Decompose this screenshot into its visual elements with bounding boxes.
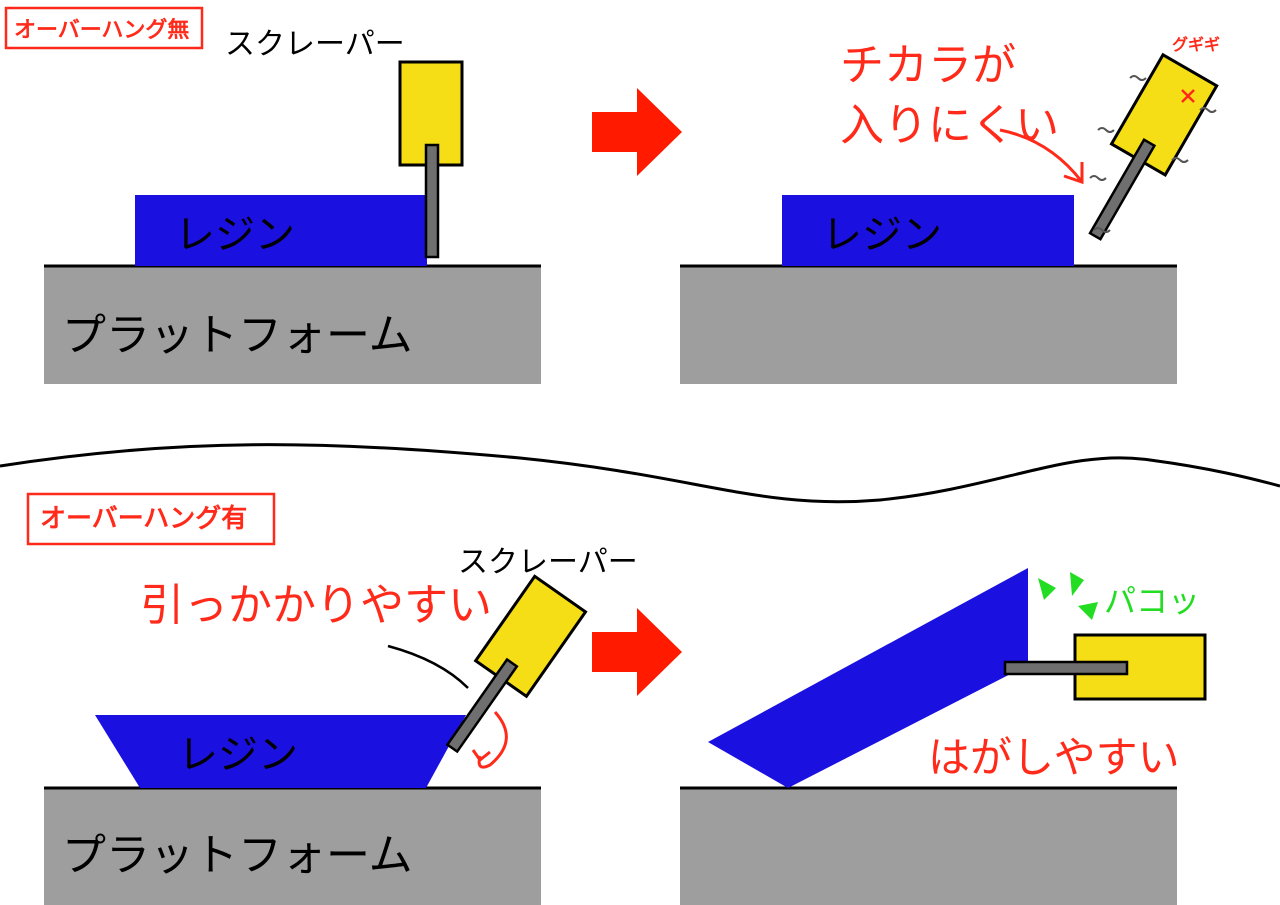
resin-block: [135, 195, 427, 266]
caption-catch: 引っかかりやすい: [140, 580, 492, 631]
scraper-blade: [424, 143, 440, 259]
top-left-panel: オーバーハング無 スクレーパー プラットフォーム レジン: [4, 6, 541, 384]
curved-arrow-head: [471, 749, 491, 763]
platform: [680, 266, 1177, 384]
anger-mark-icon: [1181, 89, 1195, 103]
bottom-right-panel: パコッ はがしやすい: [680, 568, 1207, 905]
tag-box: [4, 6, 204, 50]
scraper-label: スクレーパー: [225, 27, 405, 62]
pop-burst-icon: [1038, 572, 1098, 620]
curved-arrow-icon: [477, 711, 508, 769]
resin-block: [782, 195, 1074, 266]
scraper-tilted: [445, 574, 588, 754]
scraper-blade: [445, 657, 519, 754]
scraper-blade: [1003, 660, 1129, 676]
strain-label: グギギ: [1172, 35, 1220, 54]
scraper-handle: [473, 574, 588, 699]
caption-pointer-head: [1063, 162, 1084, 185]
resin-label: レジン: [175, 212, 295, 258]
scraper-handle: [1109, 52, 1219, 178]
platform-label: プラットフォーム: [62, 830, 413, 881]
resin-label: レジン: [178, 732, 298, 778]
platform: [44, 788, 541, 905]
platform: [680, 788, 1177, 905]
scraper-blade: [1088, 137, 1157, 241]
bottom-left-panel: オーバーハング有 スクレーパー 引っかかりやすい プラットフォーム レジン: [26, 492, 638, 905]
resin-block-overhang: [95, 715, 466, 788]
caption-easy-peel: はがしやすい: [928, 733, 1180, 782]
caption-pointer-line: [387, 644, 469, 689]
resin-block-peeled: [708, 568, 1028, 788]
scraper-label: スクレーパー: [458, 545, 638, 580]
caption-pointer-line: [999, 128, 1084, 183]
tag-with-overhang: オーバーハング有: [40, 504, 247, 534]
tag-box: [26, 492, 276, 546]
arrow-bottom: [592, 608, 682, 696]
caption-force-line1: チカラが: [840, 40, 1016, 91]
wavy-divider: [0, 443, 1280, 504]
resin-label: レジン: [822, 212, 942, 258]
scraper-tilted: [1088, 52, 1219, 241]
arrow-top: [592, 88, 682, 176]
platform: [44, 266, 541, 384]
caption-force-line2: 入りにくい: [840, 100, 1059, 151]
shake-lines: [1089, 75, 1217, 233]
top-right-panel: チカラが 入りにくい レジン グギギ: [680, 35, 1220, 384]
platform-label: プラットフォーム: [62, 310, 413, 361]
tag-no-overhang: オーバーハング無: [14, 17, 189, 43]
pop-label: パコッ: [1104, 582, 1200, 620]
